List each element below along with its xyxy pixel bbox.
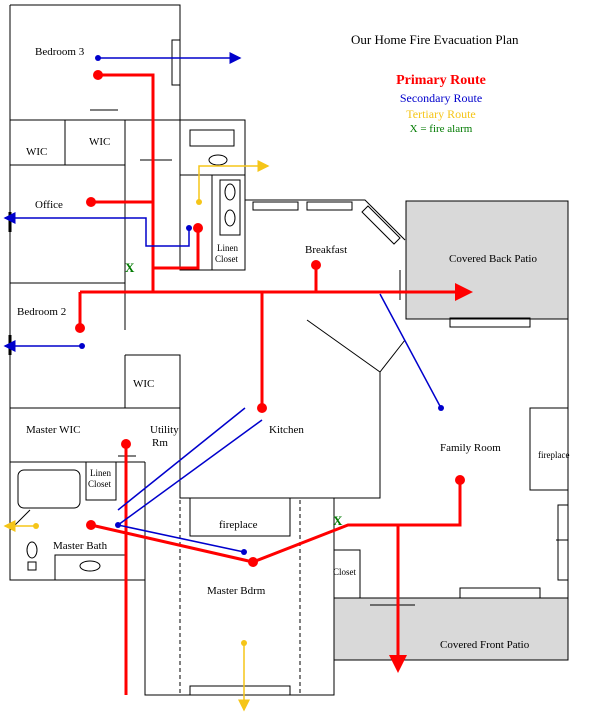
room-family-room: Family Room	[440, 442, 501, 454]
room-covered-back-patio: Covered Back Patio	[449, 253, 537, 265]
primary-start-breakfast	[311, 260, 321, 270]
room-covered-front-patio: Covered Front Patio	[440, 639, 530, 651]
room-master-bdrm: Master Bdrm	[207, 585, 266, 597]
room-linen-closet-2b: Closet	[88, 479, 112, 489]
tertiary-node	[196, 199, 202, 205]
tertiary-route	[3, 160, 270, 712]
legend: Our Home Fire Evacuation Plan Primary Ro…	[351, 32, 519, 135]
fire-alarms: X X	[125, 260, 343, 528]
primary-start-master-bath	[86, 520, 96, 530]
primary-start-bedroom3	[93, 70, 103, 80]
room-closet: Closet	[333, 567, 357, 577]
secondary-route-master	[117, 524, 245, 553]
tertiary-route-nodes	[33, 199, 247, 646]
secondary-node	[79, 343, 85, 349]
legend-alarm-key: X = fire alarm	[410, 123, 473, 135]
secondary-route-office	[3, 212, 190, 247]
tertiary-route-bath	[198, 160, 270, 202]
room-linen-closet-1a: Linen	[217, 243, 238, 253]
room-bedroom-3: Bedroom 3	[35, 46, 85, 58]
secondary-route-kitchen-b	[117, 419, 263, 526]
walls	[8, 4, 569, 696]
primary-start-bedroom2	[75, 323, 85, 333]
primary-route-master	[90, 480, 462, 564]
secondary-node	[95, 55, 101, 61]
room-wic-1: WIC	[26, 146, 47, 158]
fire-alarm-marker: X	[125, 260, 135, 275]
patios	[333, 200, 569, 661]
room-kitchen: Kitchen	[269, 424, 304, 436]
primary-start-utility	[121, 439, 131, 449]
secondary-node	[186, 225, 192, 231]
plan-title: Our Home Fire Evacuation Plan	[351, 32, 519, 47]
fire-alarm-marker: X	[333, 513, 343, 528]
legend-secondary: Secondary Route	[400, 91, 482, 105]
room-fireplace-master: fireplace	[219, 519, 258, 531]
primary-start-bath	[193, 223, 203, 233]
room-master-wic: Master WIC	[26, 424, 80, 436]
covered-back-patio-area	[405, 200, 569, 320]
room-linen-closet-2a: Linen	[90, 468, 111, 478]
primary-start-master-bdrm	[248, 557, 258, 567]
primary-start-office	[86, 197, 96, 207]
primary-route-nodes	[75, 70, 465, 567]
tertiary-node	[241, 640, 247, 646]
room-bedroom-2: Bedroom 2	[17, 306, 66, 318]
room-wic-3: WIC	[133, 378, 154, 390]
legend-primary: Primary Route	[396, 73, 486, 88]
secondary-node	[115, 522, 121, 528]
room-wic-2: WIC	[89, 136, 110, 148]
primary-start-kitchen	[257, 403, 267, 413]
room-utility-a: Utility	[150, 424, 179, 436]
primary-route-bath-closet	[153, 228, 200, 270]
room-fireplace-family: fireplace	[538, 450, 569, 460]
primary-route	[78, 73, 473, 695]
secondary-node	[438, 405, 444, 411]
secondary-node	[241, 549, 247, 555]
room-master-bath: Master Bath	[53, 540, 108, 552]
secondary-route	[3, 52, 442, 553]
room-labels: Bedroom 3 WIC WIC Office Linen Closet Br…	[17, 46, 569, 651]
room-office: Office	[35, 199, 63, 211]
secondary-route-kitchen-a	[117, 407, 246, 511]
room-linen-closet-1b: Closet	[215, 254, 239, 264]
secondary-route-family	[379, 293, 442, 409]
primary-start-family	[455, 475, 465, 485]
covered-front-patio-area	[333, 597, 569, 661]
tertiary-node	[33, 523, 39, 529]
secondary-route-nodes	[79, 55, 444, 555]
primary-route-bedroom3	[98, 73, 155, 292]
legend-tertiary: Tertiary Route	[406, 107, 475, 121]
room-breakfast: Breakfast	[305, 244, 347, 256]
room-utility-b: Rm	[152, 437, 168, 449]
